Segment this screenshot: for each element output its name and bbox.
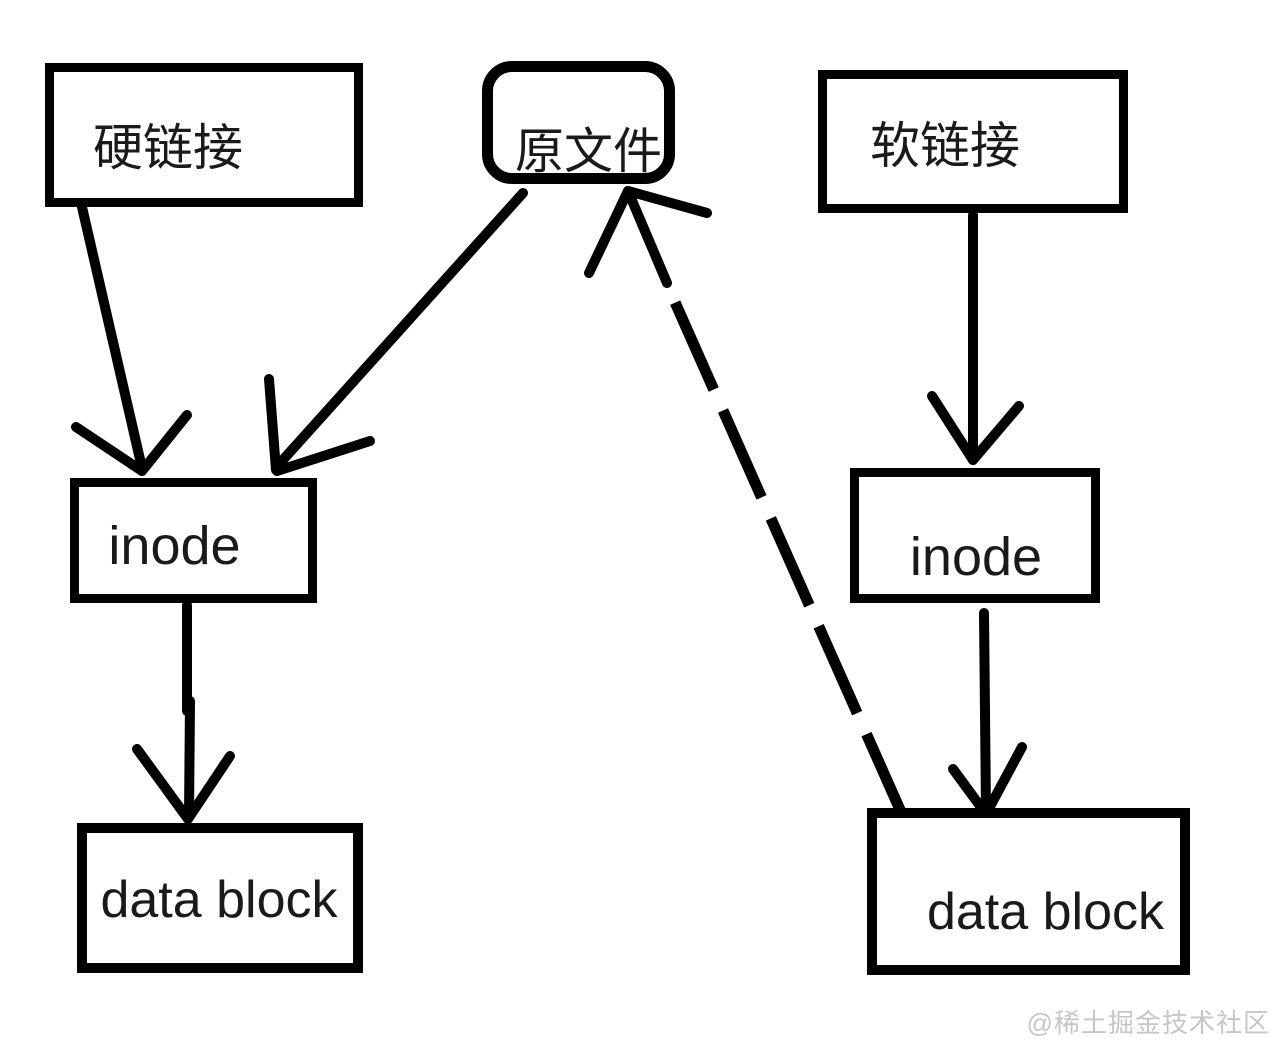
edge-inode-right-to-data-block-arrowhead-right: [981, 742, 1027, 819]
edge-soft-link-to-inode-arrowhead-left: [927, 391, 978, 465]
edge-hard-link-to-inode-line: [77, 202, 147, 473]
node-original-file-label: 原文件: [514, 125, 662, 179]
node-inode-right: inode: [850, 468, 1100, 603]
node-hard-link-label: 硬链接: [93, 120, 243, 176]
edge-inode-left-to-data-block-arrowhead-left: [132, 744, 193, 824]
node-inode-right-label: inode: [909, 526, 1043, 587]
node-inode-left-label: inode: [108, 515, 241, 576]
node-original-file: 原文件: [482, 61, 675, 184]
node-data-block-left: data block: [77, 823, 363, 973]
node-hard-link: 硬链接: [45, 63, 363, 207]
edge-original-file-to-inode-arrowhead-right: [272, 436, 375, 476]
node-data-block-right-label: data block: [926, 882, 1165, 941]
edge-data-block-to-original-file-arrowhead-right: [623, 186, 672, 288]
node-data-block-left-label: data block: [100, 871, 338, 929]
node-data-block-right: data block: [867, 808, 1190, 975]
edge-hard-link-to-inode-arrowhead-right: [137, 410, 192, 476]
edge-inode-right-to-data-block-line: [979, 608, 991, 817]
edge-data-block-to-original-file-arrowhead-stroke: [623, 186, 712, 218]
edge-inode-left-to-data-block-line-lower: [184, 696, 195, 822]
node-soft-link-label: 软链接: [870, 117, 1020, 174]
edge-inode-left-to-data-block-arrowhead-right: [183, 751, 235, 824]
edge-original-file-to-inode-arrowhead-up: [264, 374, 281, 475]
edge-hard-link-to-inode-arrowhead-left: [71, 422, 147, 476]
edge-inode-right-to-data-block-arrowhead-left: [948, 764, 991, 819]
node-inode-left: inode: [70, 478, 317, 603]
watermark: @稀土掘金技术社区: [1026, 1008, 1270, 1038]
edge-data-block-to-original-file-arrowhead-left: [584, 186, 633, 278]
edge-soft-link-to-inode-arrowhead-right: [968, 401, 1024, 465]
node-soft-link: 软链接: [818, 70, 1128, 213]
edge-original-file-to-inode-line: [276, 188, 528, 467]
edge-data-block-to-original-file-dashed-line: [668, 297, 911, 824]
